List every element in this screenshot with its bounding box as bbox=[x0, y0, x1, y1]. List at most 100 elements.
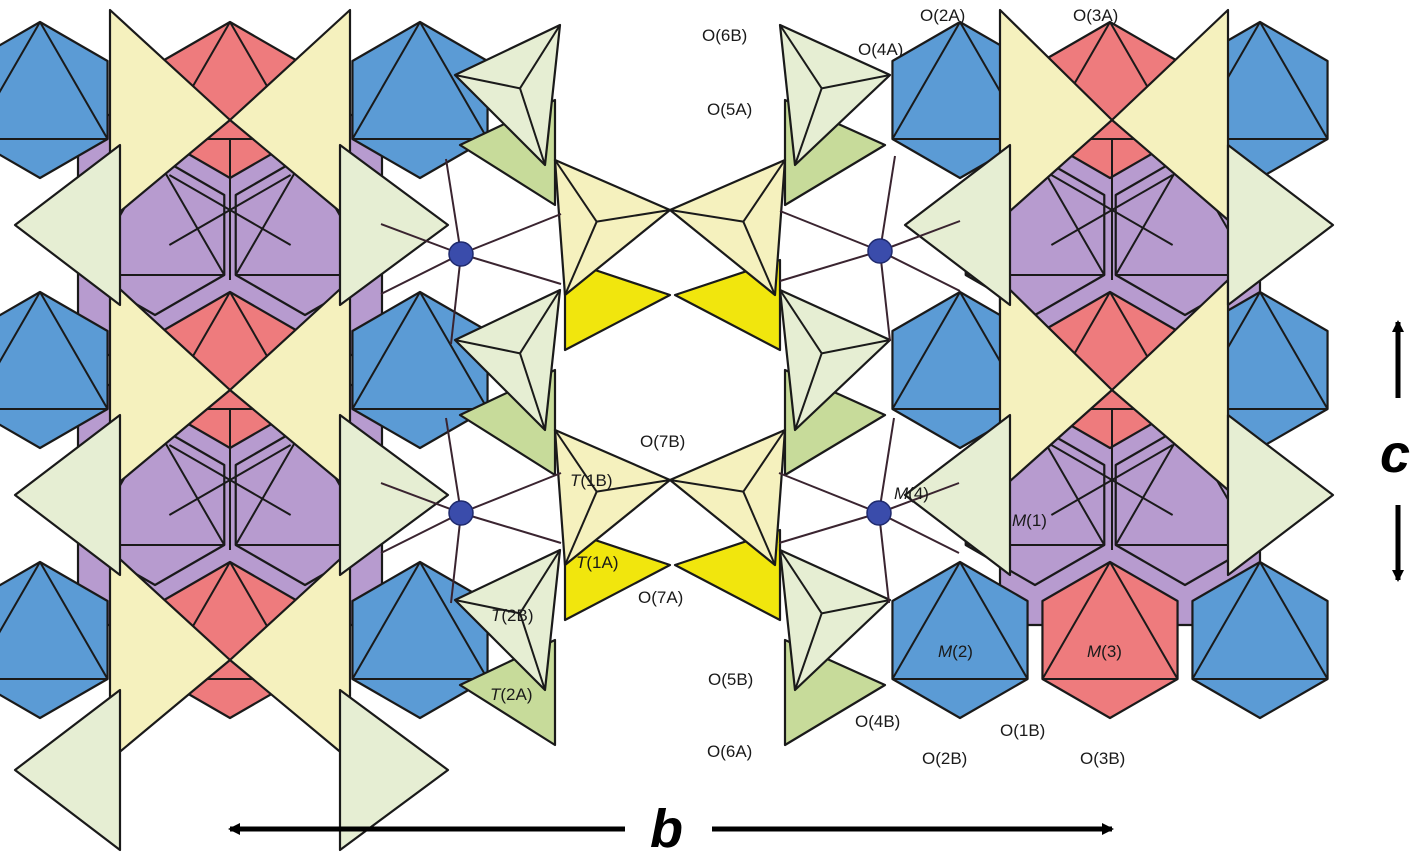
right-t1b-tet-1-apex-edge bbox=[742, 429, 786, 493]
left-m1-octa-a-1-edge bbox=[154, 424, 226, 546]
left-m2-octa-b-0-edge bbox=[419, 21, 489, 140]
right-m3-octa-2-edge bbox=[1041, 561, 1111, 680]
left-outer-tet-a-2 bbox=[13, 688, 122, 852]
left-m1-fan-1-spoke-0 bbox=[229, 479, 292, 516]
m4-cation-dot-1 bbox=[448, 500, 474, 526]
right-t1a-tet-1 bbox=[673, 528, 782, 622]
right-m2-octa-a-2-edge bbox=[959, 561, 1029, 680]
m4-bond-0-1 bbox=[460, 213, 562, 255]
left-t2b-tet-0-apex-edge bbox=[519, 24, 561, 89]
label-t2a: T(2A) bbox=[490, 685, 533, 704]
m4-bond-1-3 bbox=[450, 512, 462, 604]
label-o4a: O(4A) bbox=[858, 40, 903, 59]
right-t2b-tet-2-apex-edge bbox=[821, 599, 891, 615]
right-t1b-tet-1 bbox=[668, 428, 787, 567]
label-t2b: T(2B) bbox=[491, 606, 534, 625]
right-m1-fan-0-spoke-5 bbox=[1111, 174, 1174, 211]
m4-cation-dot-3 bbox=[866, 500, 892, 526]
left-t1b-tet-1-apex-edge bbox=[564, 491, 598, 566]
cation-sites-layer bbox=[448, 238, 893, 526]
m4-bond-0-0 bbox=[445, 158, 462, 255]
m4-bond-2-3 bbox=[879, 250, 891, 342]
left-bowtie-tet-a-2 bbox=[108, 548, 232, 762]
right-m1-octa-b-0-edge bbox=[1114, 154, 1186, 276]
left-outer-tet-b-2 bbox=[338, 688, 450, 852]
b-axis-label: b bbox=[650, 799, 683, 859]
m4-bond-1-1 bbox=[460, 472, 562, 514]
left-t2b-tet-2-apex-edge bbox=[519, 549, 561, 614]
label-o3a: O(3A) bbox=[1073, 6, 1118, 25]
right-m2-octa-b-0-edge bbox=[1259, 21, 1329, 140]
left-t2b-tet-0-apex-edge bbox=[454, 74, 521, 90]
left-m2-octa-a-2-edge bbox=[0, 561, 41, 634]
right-bowtie-tet-a-1 bbox=[998, 278, 1114, 492]
label-o2b: O(2B) bbox=[922, 749, 967, 768]
left-m2-octa-b-2-edge bbox=[351, 561, 421, 680]
label-t1b: T(1B) bbox=[570, 471, 613, 490]
left-m1-fan-1-spoke-5 bbox=[229, 444, 292, 481]
left-m1-fan-0-spoke-2 bbox=[168, 209, 231, 246]
left-t1b-tet-1 bbox=[553, 428, 672, 567]
m4-bond-3-1 bbox=[778, 472, 880, 514]
m4-bond-0-5 bbox=[380, 253, 462, 295]
left-t1b-tet-1-apex-edge bbox=[554, 429, 598, 493]
label-m1: M(1) bbox=[1012, 511, 1047, 530]
left-bowtie-tet-a-1 bbox=[108, 278, 232, 492]
left-m2-octa-a-1-edge bbox=[39, 291, 109, 410]
left-m2-octa-b-1-edge bbox=[351, 291, 421, 410]
right-m2-octa-a-1-edge bbox=[891, 291, 961, 410]
label-o2a: O(2A) bbox=[920, 6, 965, 25]
left-t2b-tet-0-apex-edge bbox=[519, 88, 546, 166]
right-m1-fan-0-spoke-3 bbox=[1050, 174, 1113, 211]
right-outer-tet-b-0 bbox=[1226, 143, 1335, 307]
m4-bond-2-4 bbox=[879, 220, 961, 252]
right-outer-tet-b-1 bbox=[1226, 413, 1335, 577]
left-m1-fan-0-spoke-5 bbox=[229, 174, 292, 211]
left-m2-octa-a-1-edge bbox=[0, 291, 41, 364]
left-t1b-tet-0-apex-edge bbox=[596, 209, 671, 223]
left-bowtie-tet-a-0 bbox=[108, 8, 232, 222]
left-m1-fan-1-spoke-3 bbox=[168, 444, 231, 481]
label-o5a: O(5A) bbox=[707, 100, 752, 119]
left-t1b-tet-0-apex-edge bbox=[554, 159, 598, 223]
right-m2-octa-b-2-edge bbox=[1191, 561, 1261, 680]
label-m4: M(4) bbox=[894, 484, 929, 503]
tetrahedra-layer bbox=[13, 8, 1335, 852]
right-bowtie-tet-a-0 bbox=[998, 8, 1114, 222]
right-t2b-tet-1-apex-edge bbox=[821, 339, 891, 355]
left-m1-fan-0-spoke-0 bbox=[229, 209, 292, 246]
right-t2b-tet-0-apex-edge bbox=[821, 74, 891, 90]
right-outer-tet-a-0 bbox=[903, 143, 1012, 307]
right-m2-octa-a-0-edge bbox=[891, 21, 961, 140]
m4-bond-2-0 bbox=[879, 155, 896, 252]
left-bowtie-tet-b-1 bbox=[228, 278, 352, 492]
right-m2-octa-a-2-edge bbox=[891, 561, 961, 680]
right-m1-fan-1-spoke-2 bbox=[1050, 479, 1113, 516]
right-m1-fan-0-spoke-0 bbox=[1111, 209, 1174, 246]
left-outer-tet-a-0 bbox=[13, 143, 122, 307]
left-m2-octa-a-0-edge bbox=[0, 21, 41, 94]
left-m1-fan-0-spoke-3 bbox=[168, 174, 231, 211]
right-m1-fan-1-spoke-0 bbox=[1111, 479, 1174, 516]
right-t2b-tet-1-apex-edge bbox=[794, 353, 823, 431]
right-bowtie-tet-b-0 bbox=[1110, 8, 1230, 222]
site-labels: O(6B) O(2A) O(3A) O(4A) O(5A) O(7B) T(1B… bbox=[490, 6, 1125, 768]
right-t2b-tet-2-apex-edge bbox=[779, 549, 823, 614]
label-o6a: O(6A) bbox=[707, 742, 752, 761]
right-m3-octa-2-edge bbox=[1109, 561, 1179, 680]
right-m2-octa-b-1-edge bbox=[1259, 291, 1329, 410]
left-t2b-tet-1-apex-edge bbox=[454, 339, 521, 355]
m4-bond-3-4 bbox=[878, 482, 960, 514]
left-t2b-tet-1-apex-edge bbox=[519, 289, 561, 354]
m4-bond-1-5 bbox=[380, 512, 462, 554]
label-o6b: O(6B) bbox=[702, 26, 747, 45]
left-m1-octa-b-1-edge bbox=[234, 424, 306, 546]
label-m2: M(2) bbox=[938, 642, 973, 661]
label-o1b: O(1B) bbox=[1000, 721, 1045, 740]
left-m2-octa-a-2-edge bbox=[39, 561, 109, 680]
left-m1-octa-a-0-edge bbox=[154, 154, 226, 276]
label-o7a: O(7A) bbox=[638, 588, 683, 607]
left-m2-octa-b-1-edge bbox=[419, 291, 489, 410]
